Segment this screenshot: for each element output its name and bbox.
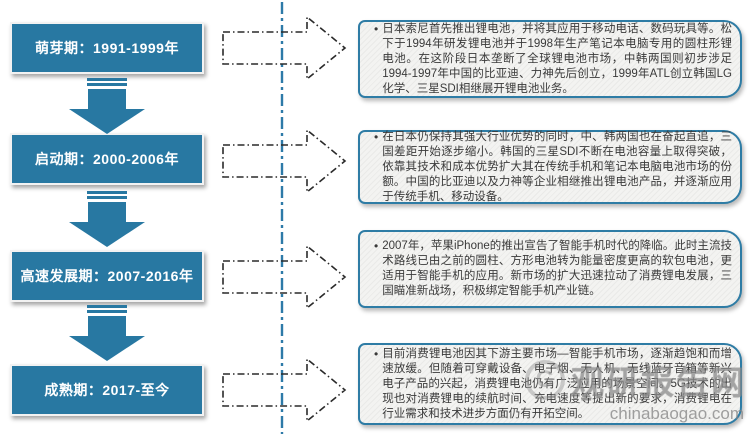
bullet-icon: • — [374, 129, 379, 144]
stage-box-1: 萌芽期：1991-1999年 — [10, 22, 204, 74]
timeline-divider-line — [280, 2, 284, 434]
bullet-icon: • — [374, 21, 379, 36]
stage-description-4: 目前消费锂电池因其下游主要市场—智能手机市场，逐渐趋饱和而增速放缓。但随着可穿戴… — [382, 347, 732, 420]
down-arrow-icon — [69, 191, 145, 247]
stage-description-2: 在日本仍保持其强大行业优势的同时，中、韩两国也在奋起直追，三国差距开始逐步缩小。… — [382, 130, 732, 203]
stage-description-box-1: • 日本索尼首先推出锂电池，并将其应用于移动电话、数码玩具等。松下于1994年研… — [358, 20, 742, 98]
dashed-right-arrow-icon — [222, 357, 347, 423]
stage-label-4: 成熟期：2017-至今 — [44, 382, 170, 398]
stage-description-box-3: • 2007年，苹果iPhone的推出宣告了智能手机时代的降临。此时主流技术路线… — [358, 230, 742, 308]
bullet-icon: • — [374, 239, 379, 253]
bullet-icon: • — [374, 346, 379, 361]
stage-description-box-4: • 目前消费锂电池因其下游主要市场—智能手机市场，逐渐趋饱和而增速放缓。但随着可… — [358, 343, 742, 425]
dashed-right-arrow-icon — [222, 128, 347, 194]
stage-description-3: 2007年，苹果iPhone的推出宣告了智能手机时代的降临。此时主流技术路线已由… — [382, 240, 732, 297]
stage-label-3: 高速发展期：2007-2016年 — [20, 268, 194, 284]
stage-box-4: 成熟期：2017-至今 — [10, 364, 204, 416]
stage-box-2: 启动期：2000-2006年 — [10, 133, 204, 185]
down-arrow-icon — [69, 305, 145, 361]
stage-description-box-2: • 在日本仍保持其强大行业优势的同时，中、韩两国也在奋起直追，三国差距开始逐步缩… — [358, 130, 742, 204]
down-arrow-icon — [69, 78, 145, 134]
stage-description-1: 日本索尼首先推出锂电池，并将其应用于移动电话、数码玩具等。松下于1994年研发锂… — [382, 22, 732, 95]
dashed-right-arrow-icon — [222, 15, 347, 81]
stage-box-3: 高速发展期：2007-2016年 — [10, 250, 204, 302]
stage-label-1: 萌芽期：1991-1999年 — [35, 40, 179, 56]
stage-label-2: 启动期：2000-2006年 — [35, 151, 179, 167]
dashed-right-arrow-icon — [222, 244, 347, 310]
